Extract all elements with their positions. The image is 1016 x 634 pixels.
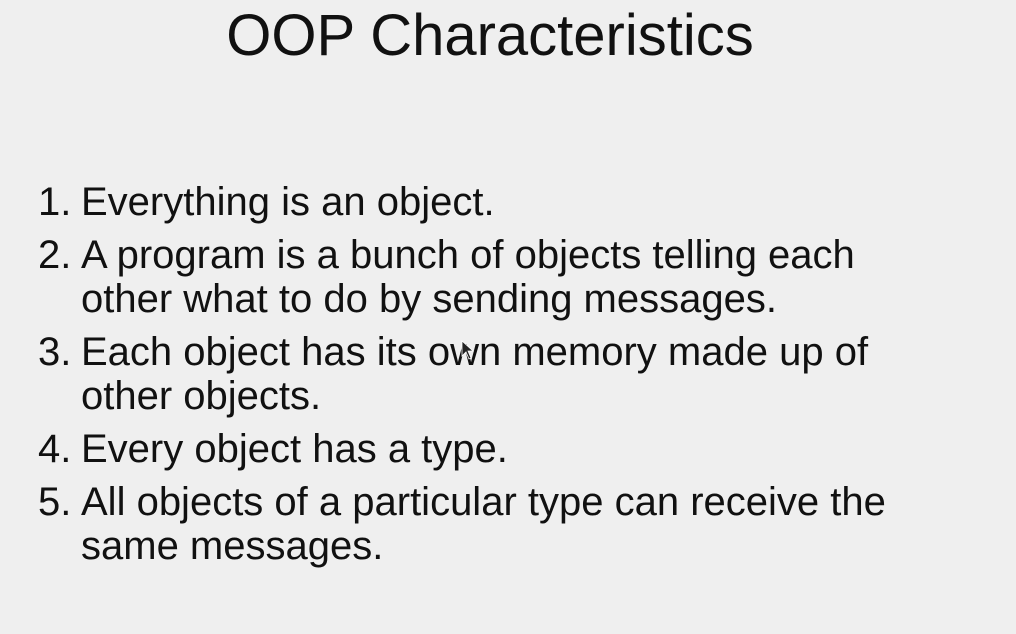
list-item: 1. Everything is an object. [38, 180, 998, 224]
characteristics-list: 1. Everything is an object. 2. A program… [38, 180, 998, 577]
list-item-text: All objects of a particular type can rec… [81, 480, 886, 568]
list-item-number: 5. [38, 480, 72, 524]
list-item-text: Every object has a type. [81, 427, 508, 471]
list-item-number: 3. [38, 330, 72, 374]
list-item-number: 1. [38, 180, 72, 224]
list-item: 2. A program is a bunch of objects telli… [38, 233, 998, 321]
list-item: 5. All objects of a particular type can … [38, 480, 998, 568]
list-item-text: Each object has its own memory made up o… [81, 330, 869, 418]
list-item-number: 2. [38, 233, 72, 277]
list-item-number: 4. [38, 427, 72, 471]
slide-title: OOP Characteristics [226, 3, 754, 68]
list-item-text: Everything is an object. [81, 180, 495, 224]
list-item: 4. Every object has a type. [38, 427, 998, 471]
list-item-text: A program is a bunch of objects telling … [81, 233, 855, 321]
mouse-pointer-icon [461, 340, 475, 360]
list-item: 3. Each object has its own memory made u… [38, 330, 998, 418]
